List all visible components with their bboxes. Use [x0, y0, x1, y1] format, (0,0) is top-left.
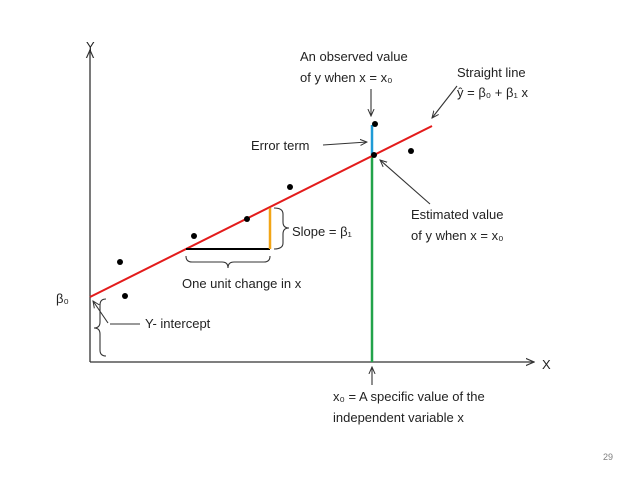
data-point: [122, 293, 128, 299]
data-point: [287, 184, 293, 190]
estimated-value-label-2: of y when x = x₀: [411, 228, 503, 243]
estimated-value-label-1: Estimated value: [411, 207, 504, 222]
slope-brace: [273, 207, 290, 250]
estimated-arrow: [380, 160, 431, 205]
page-number: 29: [603, 452, 613, 462]
error-term-arrow: [322, 142, 367, 145]
data-point: [408, 148, 414, 154]
y-intercept-label: Y- intercept: [145, 316, 211, 331]
data-point: [117, 259, 123, 265]
straight-line-arrow: [432, 85, 458, 118]
straight-line-label-1: Straight line: [457, 65, 526, 80]
estimated-point: [371, 152, 377, 158]
straight-line-label-2: ŷ = β₀ + β₁ x: [457, 85, 528, 100]
x-axis-label: X: [542, 357, 551, 372]
observed-value-label-2: of y when x = x₀: [300, 70, 392, 85]
unit-change-label: One unit change in x: [182, 276, 302, 291]
beta0-label: β₀: [56, 291, 69, 306]
data-point: [191, 233, 197, 239]
observed-point: [372, 121, 378, 127]
data-point: [244, 216, 250, 222]
x0-label-2: independent variable x: [333, 410, 464, 425]
slope-label: Slope = β₁: [292, 224, 353, 239]
observed-value-label-1: An observed value: [300, 49, 408, 64]
error-term-label: Error term: [251, 138, 310, 153]
x0-label-1: x₀ = A specific value of the: [333, 389, 485, 404]
unit-change-brace: [185, 255, 271, 269]
intercept-brace: [93, 298, 107, 357]
y-axis-label: Y: [86, 39, 95, 54]
intercept-arrow: [93, 301, 109, 324]
